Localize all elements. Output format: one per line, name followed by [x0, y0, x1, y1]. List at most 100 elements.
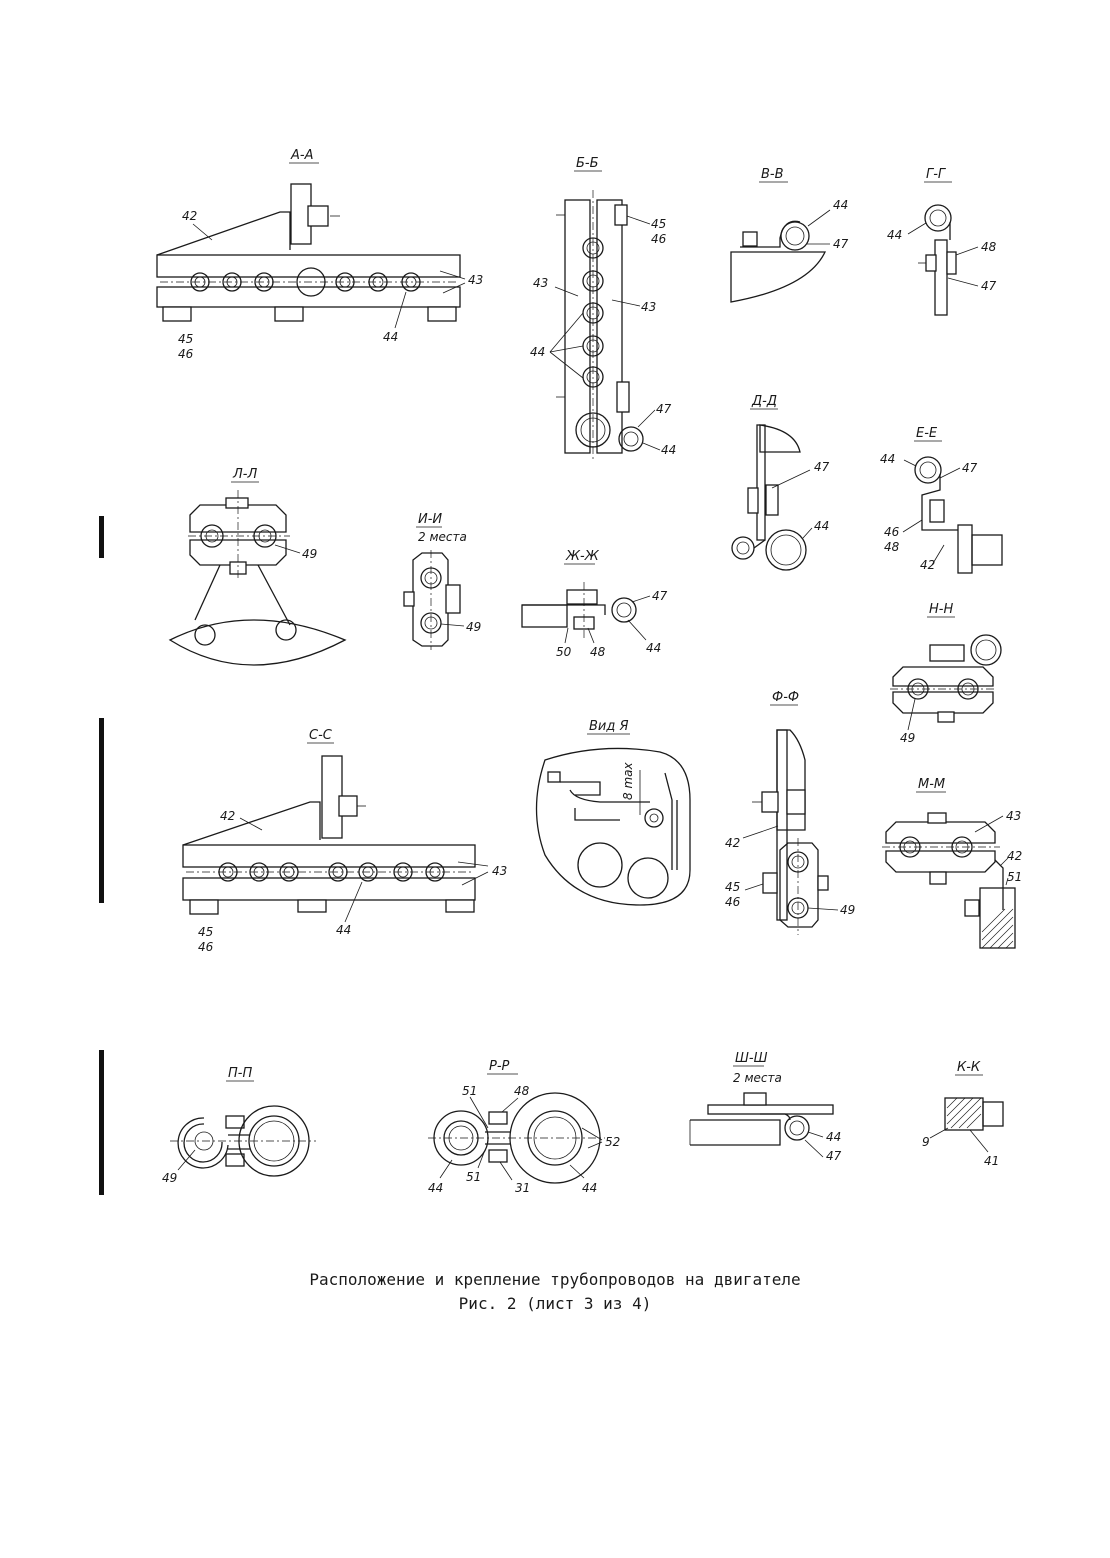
revision-bar-1: [99, 516, 104, 558]
view-aa: А-А 42: [156, 148, 483, 361]
view-mm: М-М 43 42 51: [882, 777, 1022, 949]
callout-31: 31: [515, 1181, 530, 1195]
callout-51-bottom: 51: [466, 1170, 481, 1184]
callout-45: 45: [178, 332, 193, 346]
view-title-ss: С-С: [309, 728, 333, 743]
callout-43: 43: [492, 864, 507, 878]
callout-44: 44: [833, 198, 848, 212]
view-ii: И-И 2 места 49: [403, 512, 481, 650]
view-title-nn: Н-Н: [929, 602, 953, 617]
figure-caption-title: Расположение и крепление трубопроводов н…: [309, 1270, 801, 1289]
tube-row-ss: [218, 862, 445, 882]
view-kk: К-К 9 41: [922, 1060, 1004, 1168]
callout-41: 41: [984, 1154, 999, 1168]
callout-44: 44: [530, 345, 545, 359]
callout-49: 49: [466, 620, 481, 634]
callout-44: 44: [880, 452, 895, 466]
view-title-aa: А-А: [290, 148, 313, 163]
view-title-mm: М-М: [918, 777, 945, 792]
callout-45: 45: [651, 217, 666, 231]
revision-bar-2: [99, 718, 104, 903]
view-nn: Н-Н 49: [890, 602, 1002, 745]
callout-46: 46: [198, 940, 214, 954]
view-gg: Г-Г 44 48 47: [887, 167, 997, 316]
callout-49: 49: [162, 1171, 177, 1185]
callout-47: 47: [826, 1149, 842, 1163]
callout-44: 44: [826, 1130, 841, 1144]
callout-43-right: 43: [641, 300, 656, 314]
view-subtitle-ii: 2 места: [418, 530, 467, 544]
view-title-vv: В-В: [761, 167, 784, 182]
callout-9: 9: [922, 1135, 930, 1149]
tube-column-bb: [575, 237, 611, 448]
view-title-zhzh: Ж-Ж: [565, 549, 600, 564]
view-ee: Е-Е 44 47 46 48 42: [880, 426, 1003, 574]
callout-51: 51: [462, 1084, 477, 1098]
view-title-vid: Вид Я: [589, 719, 629, 734]
callout-49: 49: [900, 731, 915, 745]
view-subtitle-shsh: 2 места: [733, 1071, 782, 1085]
view-title-gg: Г-Г: [926, 167, 947, 182]
callout-44: 44: [814, 519, 829, 533]
view-title-pp: П-П: [228, 1066, 252, 1081]
hatching-mm: [981, 908, 1014, 949]
callout-42: 42: [220, 809, 235, 823]
callout-48: 48: [514, 1084, 530, 1098]
view-rr: Р-Р 51 48 52 44 51 31: [428, 1059, 620, 1195]
callout-43-left: 43: [533, 276, 548, 290]
callout-44-left: 44: [428, 1181, 443, 1195]
callout-52: 52: [605, 1135, 620, 1149]
callout-46: 46: [651, 232, 667, 246]
view-ss: С-С 42: [182, 728, 507, 954]
view-dd: Д-Д 47 44: [731, 394, 830, 571]
callout-44-bottom: 44: [661, 443, 676, 457]
tube-row-aa: [190, 267, 421, 297]
dimension-8-max: 8 max: [621, 762, 635, 800]
callout-48: 48: [590, 645, 606, 659]
callout-47: 47: [833, 237, 849, 251]
view-vv: В-В 44 47: [730, 167, 849, 303]
callout-47: 47: [962, 461, 978, 475]
view-bb: Б-Б 45: [530, 156, 676, 460]
callout-46: 46: [178, 347, 194, 361]
view-title-kk: К-К: [957, 1060, 981, 1075]
callout-47: 47: [814, 460, 830, 474]
hatching-kk: [946, 1097, 982, 1129]
callout-42: 42: [920, 558, 935, 572]
callout-44: 44: [383, 330, 398, 344]
revision-bar-3: [99, 1050, 104, 1195]
view-title-ii: И-И: [418, 512, 442, 527]
callout-46: 46: [725, 895, 741, 909]
callout-49: 49: [302, 547, 317, 561]
callout-46: 46: [884, 525, 900, 539]
view-title-bb: Б-Б: [576, 156, 599, 171]
callout-44: 44: [887, 228, 902, 242]
view-title-dd: Д-Д: [751, 394, 777, 409]
view-zhzh: Ж-Ж 47 50 48 44: [521, 549, 668, 659]
callout-42: 42: [725, 836, 740, 850]
callout-44: 44: [646, 641, 661, 655]
view-vid-ya: Вид Я 8 max: [535, 719, 691, 906]
callout-43: 43: [468, 273, 483, 287]
callout-48: 48: [981, 240, 997, 254]
callout-42: 42: [1007, 849, 1022, 863]
callout-44-right: 44: [582, 1181, 597, 1195]
view-title-ff: Ф-Ф: [772, 690, 799, 705]
callout-43: 43: [1006, 809, 1021, 823]
callout-47: 47: [981, 279, 997, 293]
view-title-rr: Р-Р: [489, 1059, 510, 1074]
view-shsh: Ш-Ш 2 места 44 47: [689, 1051, 842, 1163]
callout-49: 49: [840, 903, 855, 917]
callout-51: 51: [1007, 870, 1022, 884]
callout-48: 48: [884, 540, 900, 554]
view-ll: Л-Л 49: [168, 467, 347, 666]
callout-50: 50: [556, 645, 572, 659]
callout-42: 42: [182, 209, 197, 223]
callout-45: 45: [198, 925, 213, 939]
view-pp: П-П 49: [162, 1066, 316, 1185]
callout-47: 47: [656, 402, 672, 416]
view-title-ee: Е-Е: [916, 426, 938, 441]
view-title-ll: Л-Л: [232, 467, 257, 482]
